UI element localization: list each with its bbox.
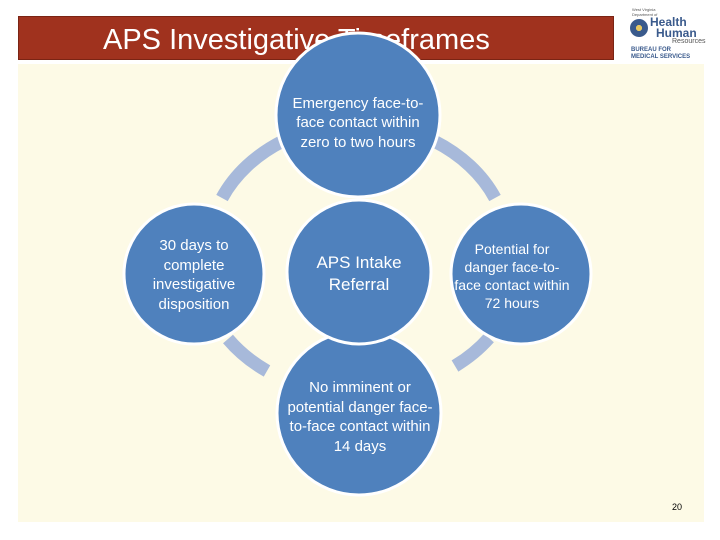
agency-logo: West Virginia Department of Health Human… — [620, 3, 716, 61]
logo-health-text: Health — [650, 15, 687, 29]
seal-icon — [630, 19, 648, 37]
page-number: 20 — [672, 502, 683, 512]
cycle-arc-left-top — [216, 135, 287, 202]
cycle-arc-bottom-left — [223, 334, 271, 377]
logo-state-text: West Virginia — [632, 7, 656, 12]
cycle-arc-top-right — [430, 135, 501, 202]
node-right-circle — [449, 202, 593, 346]
node-top-label: Emergency face-to-face contact within ze… — [292, 94, 424, 151]
logo-bureau-line2: MEDICAL SERVICES — [631, 54, 691, 60]
node-top-circle — [274, 31, 442, 199]
node-bottom-label: No imminent or potential danger face-to-… — [287, 379, 433, 455]
node-right-label: Potential for danger face-to-face contac… — [454, 240, 570, 312]
logo-department-text: Department of — [632, 12, 658, 17]
cycle-arc-right-bottom — [451, 333, 494, 372]
node-left-label: 30 days to complete investigative dispos… — [152, 237, 236, 313]
node-center-label: APS Intake Referral — [316, 252, 402, 294]
logo-resources-text: Resources — [672, 38, 706, 45]
node-left-circle — [122, 202, 266, 346]
logo-human-text: Human — [656, 26, 697, 40]
node-center-circle — [285, 198, 433, 346]
slide-title: APS Investigative Timeframes — [103, 24, 490, 56]
logo-bureau-line1: BUREAU FOR — [631, 47, 671, 53]
